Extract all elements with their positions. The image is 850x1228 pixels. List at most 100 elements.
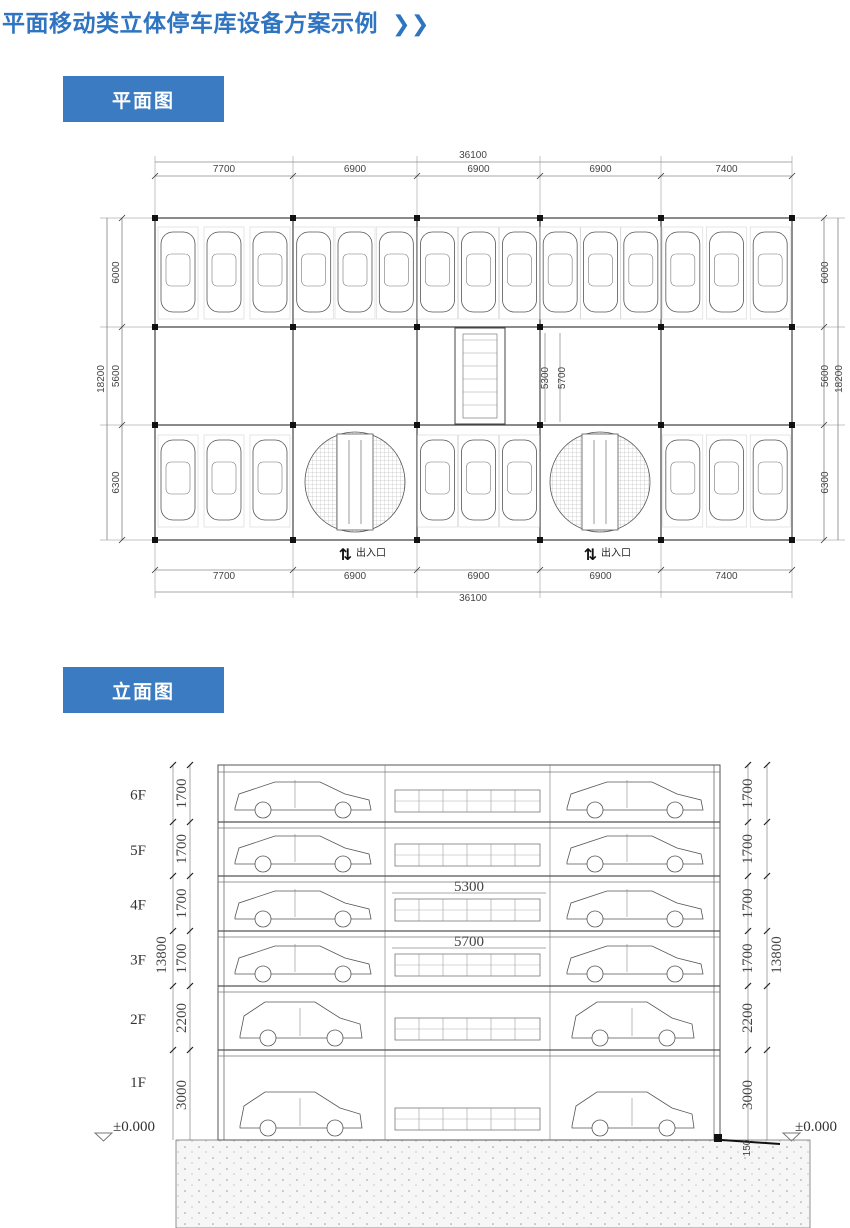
- parking-space: [749, 434, 791, 528]
- structural-column: [152, 324, 158, 330]
- car-roof: [342, 253, 368, 287]
- parking-space: [334, 226, 376, 320]
- structural-column: [537, 422, 543, 428]
- parked-car-top-view: [662, 434, 704, 528]
- sedan-side-view: [234, 945, 372, 983]
- car-wheel: [666, 910, 684, 928]
- dim-tick-mark: [289, 566, 297, 574]
- parked-car-top-view: [662, 226, 704, 320]
- structural-column: [658, 324, 664, 330]
- floor-height-right: 2200: [740, 1003, 756, 1033]
- car-roof: [211, 461, 237, 495]
- car-roof: [466, 253, 491, 287]
- sedan-side-view: [234, 835, 372, 873]
- dim-tick-mark: [186, 982, 194, 990]
- car-wheel: [658, 1119, 676, 1137]
- car-body: [461, 439, 496, 521]
- car-wheel: [586, 910, 604, 928]
- parking-space: [249, 434, 291, 528]
- dim-tick-mark: [186, 872, 194, 880]
- car-body: [239, 1001, 363, 1039]
- parking-space: [706, 434, 747, 528]
- dim-tick-mark: [820, 214, 828, 222]
- car-wheel: [666, 965, 684, 983]
- dim-top-segment: 6900: [467, 164, 490, 175]
- parking-space: [249, 226, 291, 320]
- dim-bottom-total: 36100: [459, 593, 487, 604]
- entrance-arrow-icon: ⇅: [339, 545, 352, 564]
- parked-car-top-view: [749, 434, 791, 528]
- title-text: 平面移动类立体停车库设备方案示例: [2, 11, 378, 37]
- car-body: [566, 835, 704, 865]
- dim-tick-mark: [413, 172, 421, 180]
- parked-car-top-view: [458, 434, 499, 528]
- structural-column: [658, 422, 664, 428]
- car-body: [252, 231, 288, 313]
- ground-texture: [176, 1140, 810, 1228]
- car-body: [252, 439, 288, 521]
- total-height-left: 13800: [154, 936, 170, 974]
- structural-column: [789, 215, 795, 221]
- car-wheel: [334, 965, 352, 983]
- entrance-label: 出入口: [356, 546, 386, 559]
- parked-car-top-view: [203, 434, 245, 528]
- floor-label-5F: 5F: [130, 843, 146, 859]
- car-wheel: [254, 965, 272, 983]
- car-roof: [714, 461, 739, 495]
- parked-car-top-view: [458, 226, 499, 320]
- ground-level-right: ±0.000: [795, 1119, 837, 1135]
- car-body: [461, 231, 496, 313]
- dim-left-segment: 6000: [111, 261, 122, 284]
- dim-left-total: 18200: [96, 365, 107, 393]
- dim-tick-mark: [169, 982, 177, 990]
- car-wheel: [259, 1119, 277, 1137]
- car-body: [502, 231, 537, 313]
- dim-tick-mark: [744, 872, 752, 880]
- car-body: [752, 231, 788, 313]
- dim-bottom-segment: 6900: [344, 571, 367, 582]
- dim-tick-mark: [820, 536, 828, 544]
- car-roof: [301, 253, 326, 287]
- car-body: [542, 231, 578, 313]
- car-wheel: [658, 1029, 676, 1047]
- car-wheel: [666, 801, 684, 819]
- dim-tick-mark: [788, 172, 796, 180]
- dim-top-segment: 7400: [715, 164, 738, 175]
- car-body: [420, 439, 455, 521]
- parked-car-top-view: [249, 226, 291, 320]
- car-body: [160, 439, 196, 521]
- dim-tick-mark: [151, 172, 159, 180]
- structural-column: [789, 537, 795, 543]
- car-roof: [257, 253, 283, 287]
- dim-bottom-segment: 6900: [467, 571, 490, 582]
- car-body: [623, 231, 659, 313]
- structural-column: [537, 324, 543, 330]
- car-body: [752, 439, 788, 521]
- suv-side-view: [571, 1001, 695, 1047]
- ground-base-dim: 150: [742, 1139, 753, 1156]
- plan-section-label: 平面图: [63, 76, 224, 122]
- dim-tick-mark: [744, 927, 752, 935]
- car-roof: [507, 253, 532, 287]
- dim-tick-mark: [744, 1046, 752, 1054]
- car-body: [566, 890, 704, 920]
- car-wheel: [254, 910, 272, 928]
- car-body: [583, 231, 618, 313]
- parking-space: [706, 226, 747, 320]
- structural-column: [290, 422, 296, 428]
- car-body: [571, 1001, 695, 1039]
- dim-tick-mark: [763, 872, 771, 880]
- floor-label-6F: 6F: [130, 788, 146, 804]
- floor-height-left: 1700: [174, 944, 190, 974]
- dim-tick-mark: [118, 536, 126, 544]
- parked-car-top-view: [499, 226, 540, 320]
- floor-height-right: 1700: [740, 779, 756, 809]
- parked-car-top-view: [417, 226, 458, 320]
- parked-car-top-view: [749, 226, 791, 320]
- floor-height-left: 1700: [174, 834, 190, 864]
- dim-tick-mark: [657, 566, 665, 574]
- structural-column: [658, 215, 664, 221]
- dim-right-segment: 6000: [820, 261, 831, 284]
- dim-tick-mark: [169, 872, 177, 880]
- floor-height-left: 3000: [174, 1080, 190, 1110]
